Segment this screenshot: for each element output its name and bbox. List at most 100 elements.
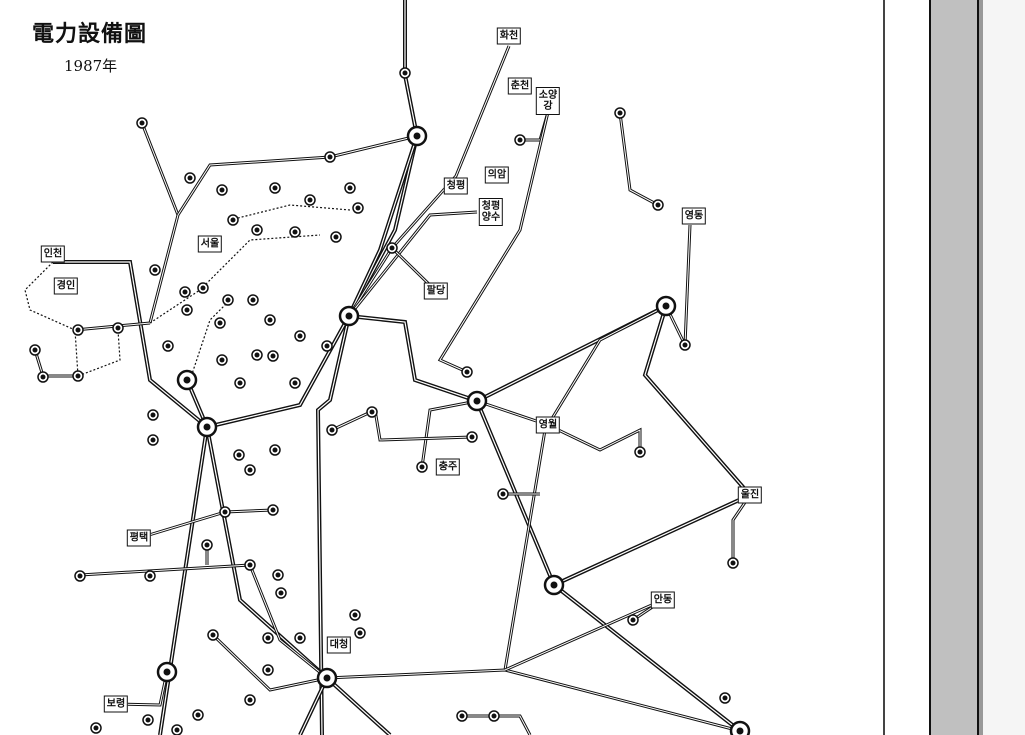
substation-node-center [500,491,506,497]
label-soyanggang: 소양 강 [535,87,561,115]
substation-node-center [182,289,188,295]
label-hwacheon: 화천 [496,27,522,45]
transmission-line [348,315,478,402]
substation-node-center [517,137,523,143]
transmission-line [348,211,478,317]
substation-node-center [150,412,156,418]
transmission-line [348,135,418,317]
substation-node-center [464,369,470,375]
transmission-line [348,45,510,317]
transmission-line [347,135,419,317]
transmission-line [326,668,741,733]
substation-node-center [402,70,408,76]
substation-node-center [369,409,375,415]
transmission-line [462,715,531,735]
substation-node-center [682,342,688,348]
substation-node-center [272,447,278,453]
substation-node-center [237,380,243,386]
substation-node-center [150,437,156,443]
substation-node-center [347,185,353,191]
transmission-line [642,305,752,497]
substation-node-center [254,352,260,358]
map-title: 電力設備圖 [32,22,148,47]
label-yeongdong: 영동 [681,207,707,225]
map-page: 電力設備圖 1987年 화천 춘천 소양 강 청평 의암 청평 양수 영동 인천… [24,0,763,735]
transmission-line [177,135,418,216]
substation-node-center [469,434,475,440]
major-substation-node-center [550,581,558,589]
label-chuncheon: 춘천 [507,77,533,95]
substation-node-center [247,697,253,703]
transmission-line [299,677,328,735]
label-uljin: 울진 [737,486,763,504]
transmission-line [141,122,179,324]
substation-node-center [352,612,358,618]
map-frame-line [883,0,885,735]
substation-node-center [275,572,281,578]
transmission-line [206,315,350,428]
substation-node-center [219,187,225,193]
major-substation-node-center [473,397,481,405]
label-boryeong: 보령 [103,695,129,713]
transmission-line [331,409,473,441]
substation-node-center [630,617,636,623]
substation-node-center [147,573,153,579]
label-andong: 안동 [650,591,676,609]
transmission-line [206,426,328,679]
transmission-line [553,584,741,732]
label-cheongpyeong: 청평 [443,177,469,195]
transmission-line [731,494,752,562]
substation-node-center [459,713,465,719]
substation-node-center [355,205,361,211]
transmission-line [553,494,751,586]
transmission-line [476,400,641,452]
substation-node-center [267,317,273,323]
substation-node-center [357,630,363,636]
substation-node-center [75,373,81,379]
transmission-line [159,426,208,735]
substation-node-center [730,560,736,566]
transmission-line [439,111,549,373]
substation-node-center [722,695,728,701]
major-substation-node-center [323,674,331,682]
substation-node-center [389,245,395,251]
transmission-line [176,134,418,216]
major-substation-node-center [413,132,421,140]
transmission-line [79,564,251,576]
label-pyeongtaek: 평택 [126,529,152,547]
label-uiam: 의암 [484,166,510,184]
transmission-line [189,299,231,381]
transmission-line [664,224,692,346]
substation-node-center [419,464,425,470]
substation-node-center [230,217,236,223]
substation-node-center [219,357,225,363]
substation-node-center [655,202,661,208]
transmission-line [317,315,350,735]
substation-node-center [204,542,210,548]
substation-node-center [265,635,271,641]
transmission-line [347,210,478,317]
transmission-line [504,599,664,671]
substation-node-center [152,267,158,273]
label-gyeongin: 경인 [53,277,79,295]
substation-node-center [307,197,313,203]
label-incheon: 인천 [40,245,66,263]
substation-node-center [32,347,38,353]
substation-node-center [333,234,339,240]
major-substation-node-center [163,668,171,676]
substation-node-center [491,713,497,719]
substation-node-center [115,325,121,331]
transmission-line [421,400,478,468]
substation-node-center [174,727,180,733]
panel-shadow [979,0,983,735]
substation-node-center [222,509,228,515]
substation-node-center [270,353,276,359]
substation-node-center [77,573,83,579]
substation-node-center [247,467,253,473]
substation-node-center [165,343,171,349]
substation-node-center [139,120,145,126]
label-chungju: 충주 [435,458,461,476]
label-seoul: 서울 [197,235,223,253]
major-substation-node-center [662,302,670,310]
substation-node-center [184,307,190,313]
